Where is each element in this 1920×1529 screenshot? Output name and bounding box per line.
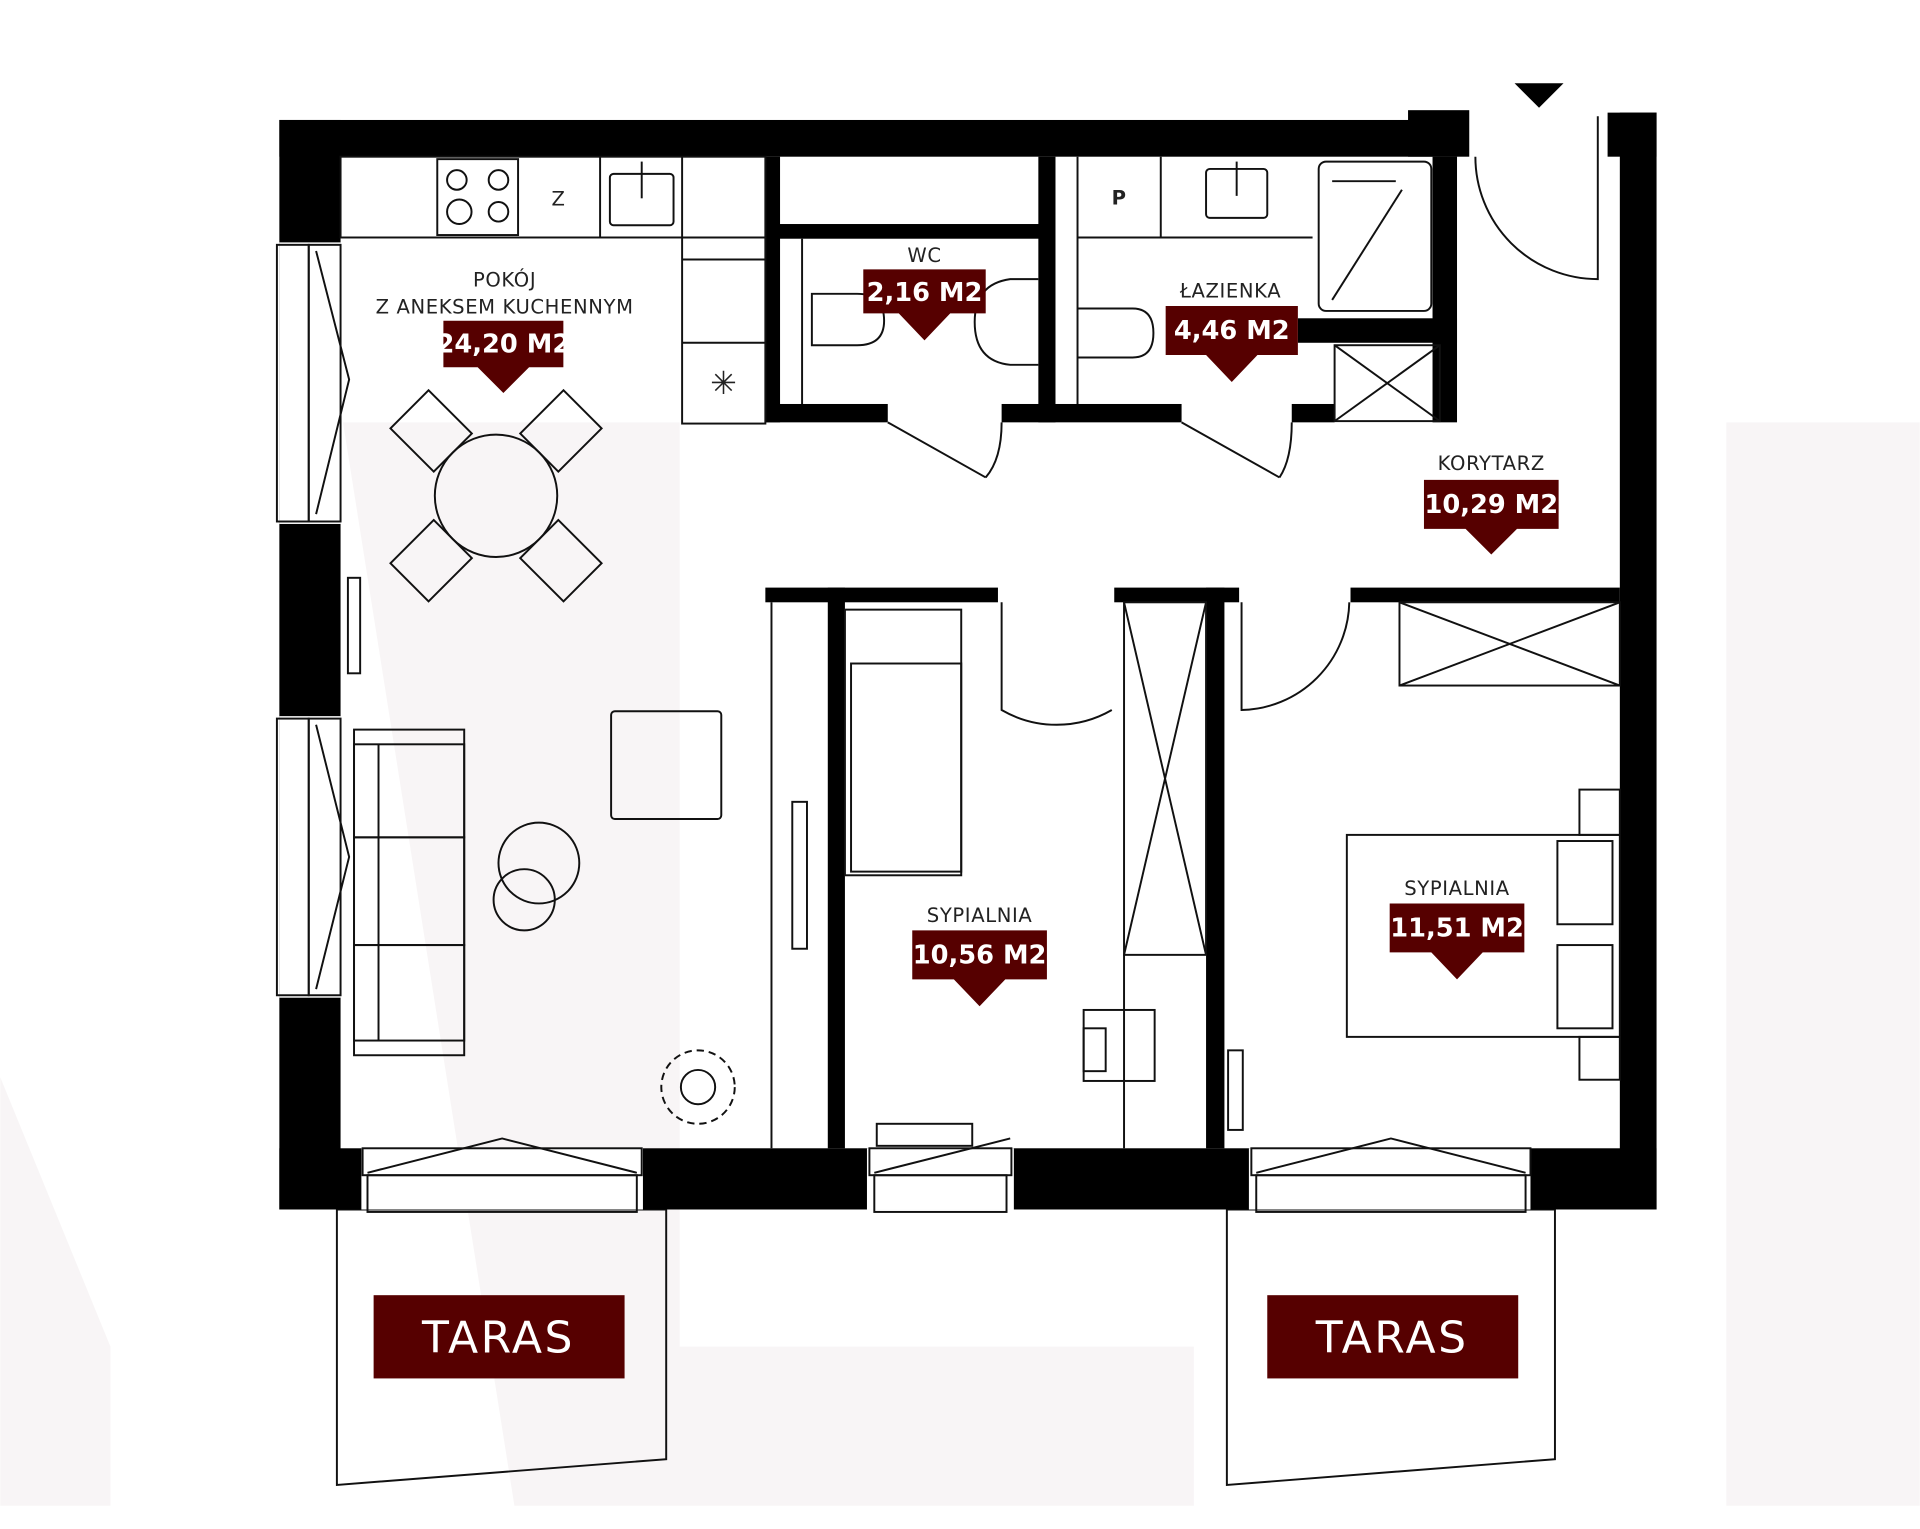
interior-walls (765, 156, 1620, 1149)
terrace-label-right: TARAS (1267, 1295, 1519, 1379)
room-label-wc: WC 2,16 M2 (863, 244, 986, 341)
bedroom1-furniture (770, 601, 1208, 1149)
room-area: 4,46 M2 (1174, 316, 1290, 346)
room-label-bathroom: ŁAZIENKA 4,46 M2 (1165, 279, 1298, 382)
terrace-name: TARAS (1315, 1313, 1469, 1364)
bathroom-fixtures (1076, 156, 1441, 423)
coffee-table (610, 710, 723, 820)
room-label-living: POKÓJ Z ANEKSEM KUCHENNYM 24,20 M2 (376, 267, 634, 393)
room-label-corridor: KORYTARZ 10,29 M2 (1423, 452, 1559, 555)
room-label-bedroom2: SYPIALNIA 11,51 M2 (1389, 877, 1525, 980)
room-name: SYPIALNIA (1404, 877, 1510, 900)
room-name: KORYTARZ (1438, 452, 1545, 475)
toilet-icon (801, 238, 886, 404)
outer-walls (279, 110, 1657, 1210)
washer-label: P (1112, 186, 1127, 209)
extractor-icon: ✳ (710, 364, 737, 402)
wc-washbasin-icon (973, 278, 1039, 366)
side-tables (492, 821, 581, 932)
doors (887, 116, 1599, 726)
kitchen-counter (339, 155, 767, 425)
room-name: WC (907, 244, 941, 267)
cooktop-icon (436, 158, 520, 237)
terrace-name: TARAS (421, 1313, 575, 1364)
entrance-arrow-icon (1514, 83, 1564, 108)
room-area: 10,56 M2 (913, 940, 1047, 970)
room-name-line2: Z ANEKSEM KUCHENNYM (376, 295, 634, 318)
sofa (353, 728, 466, 1057)
room-area: 11,51 M2 (1390, 913, 1524, 943)
windows (275, 243, 1532, 1213)
room-label-bedroom1: SYPIALNIA 10,56 M2 (912, 904, 1047, 1007)
room-area: 10,29 M2 (1424, 490, 1558, 520)
tv-unit (346, 576, 362, 675)
room-area: 24,20 M2 (437, 330, 571, 360)
kitchen-sink-icon (608, 161, 675, 227)
room-area: 2,16 M2 (867, 278, 983, 308)
watermark (0, 422, 1920, 1506)
terrace-label-left: TARAS (373, 1295, 625, 1379)
bedroom2-furniture (1227, 601, 1621, 1131)
room-name: ŁAZIENKA (1179, 279, 1281, 302)
dining-table (389, 388, 603, 603)
room-name: SYPIALNIA (927, 904, 1033, 927)
room-name: POKÓJ (473, 267, 536, 291)
plant-icon (660, 1049, 736, 1125)
fridge-label: Z (551, 188, 565, 211)
